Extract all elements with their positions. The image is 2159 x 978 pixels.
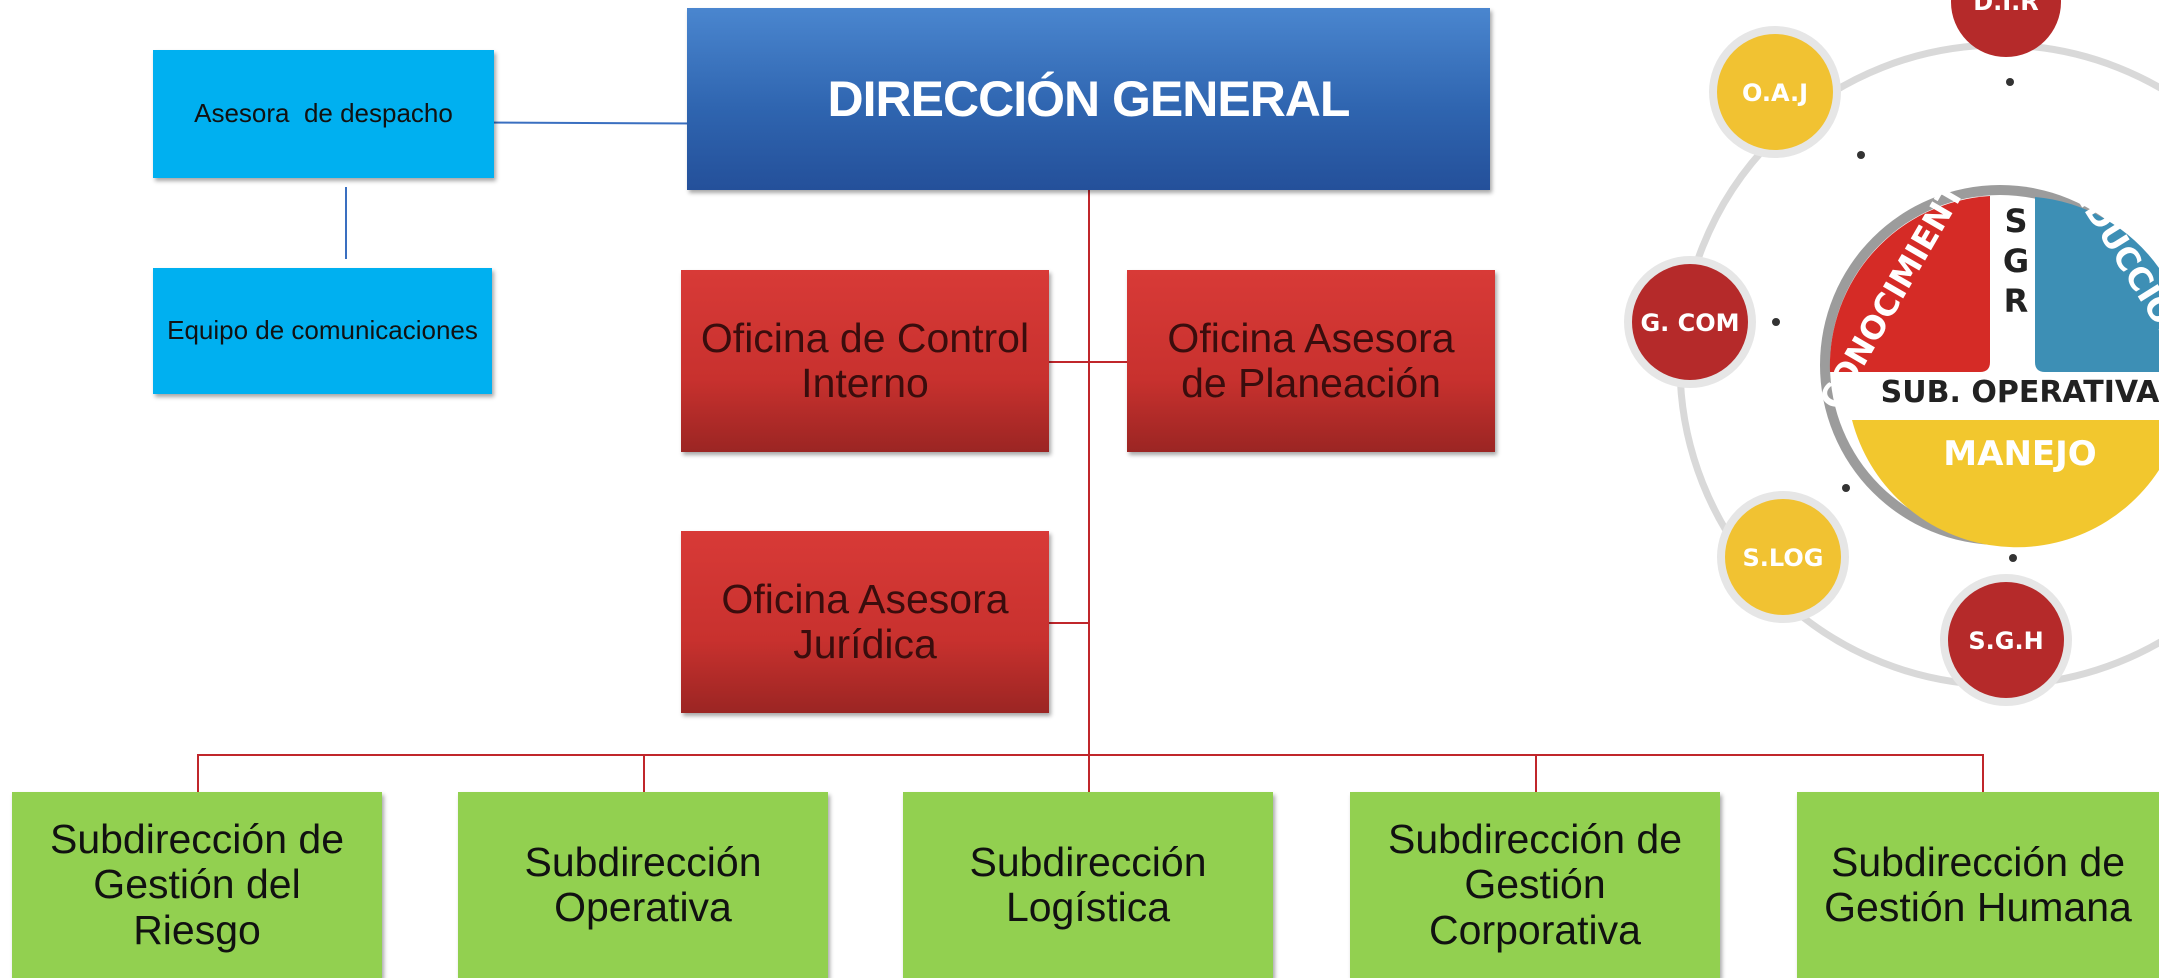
direccion-general-label: DIRECCIÓN GENERAL [827,71,1351,127]
oficina-control-interno-label: Oficina de Control Interno [700,314,1030,406]
oficina-juridica-label: Oficina Asesora Jurídica [721,575,1009,667]
subdireccion-box: Subdirección Logística [903,792,1273,978]
direccion-general-box: DIRECCIÓN GENERAL [687,8,1490,190]
emblem-center-disc [1830,195,2159,535]
drop-line-4 [1535,754,1537,792]
equipo-comunicaciones-box: Equipo de comunicaciones [153,268,492,394]
subdirecciones-bus-line [197,754,1984,756]
emblem-letter-g: G [2003,242,2029,280]
node-slog-label: S.LOG [1743,544,1824,572]
subdireccion-box: Subdirección de Gestión Corporativa [1350,792,1720,978]
oficina-planeacion-box: Oficina Asesora de Planeación [1127,270,1495,452]
emblem-center-border [1820,185,2159,545]
oficina-control-interno-box: Oficina de Control Interno [681,270,1049,452]
sector-conocimiento-label: CONOCIMIENTO [1812,153,1986,416]
subdireccion-box: Subdirección de Gestión Humana [1797,792,2159,978]
emblem-dot [1772,318,1780,326]
subdireccion-label: Subdirección Operativa [524,838,762,930]
node-gcom [1624,256,1756,388]
node-oaj-label: O.A.J [1742,79,1808,107]
node-slog [1717,491,1849,623]
emblem-band-label: SUB. OPERATIVA [1881,375,2159,410]
oficina-planeacion-label: Oficina Asesora de Planeación [1167,314,1455,406]
main-trunk-line [1088,190,1090,797]
asesora-despacho-box: Asesora de despacho [153,50,494,178]
equipo-comunicaciones-label: Equipo de comunicaciones [167,315,478,346]
emblem-outer-ring [1676,41,2159,689]
subdireccion-label: Subdirección de Gestión Corporativa [1387,816,1683,953]
asesora-despacho-label: Asesora de despacho [194,98,453,129]
emblem-letter-s: S [2004,202,2027,240]
node-sgh-label: S.G.H [1968,627,2043,655]
drop-line-2 [643,754,645,792]
drop-line-5 [1982,754,1984,792]
sector-reduccion-label: REDUCCIÓN [2052,154,2159,354]
emblem-dot [1842,484,1850,492]
staff-connector-vertical [345,187,347,259]
node-dir [1951,0,2061,57]
subdireccion-box: Subdirección de Gestión del Riesgo [12,792,382,978]
subdireccion-label: Subdirección de Gestión del Riesgo [49,816,345,953]
node-sgh [1940,574,2072,706]
oficina-juridica-box: Oficina Asesora Jurídica [681,531,1049,713]
subdireccion-box: Subdirección Operativa [458,792,828,978]
subdireccion-label: Subdirección Logística [969,838,1207,930]
subdireccion-label: Subdirección de Gestión Humana [1824,838,2132,930]
sector-manejo [1852,420,2159,548]
emblem-dot [2009,554,2017,562]
sector-reduccion [2035,197,2159,372]
node-gcom-label: G. COM [1640,309,1739,337]
emblem-dot [1857,151,1865,159]
node-dir-label: D.I.R [1973,0,2039,16]
node-oaj [1709,26,1841,158]
emblem-dot [2006,78,2014,86]
sector-manejo-label: MANEJO [1943,434,2096,474]
office-connector-upper [1048,361,1128,363]
sector-conocimiento [1829,196,1990,372]
drop-line-1 [197,754,199,792]
emblem-letter-r: R [2004,282,2029,320]
office-connector-lower [1048,622,1090,624]
